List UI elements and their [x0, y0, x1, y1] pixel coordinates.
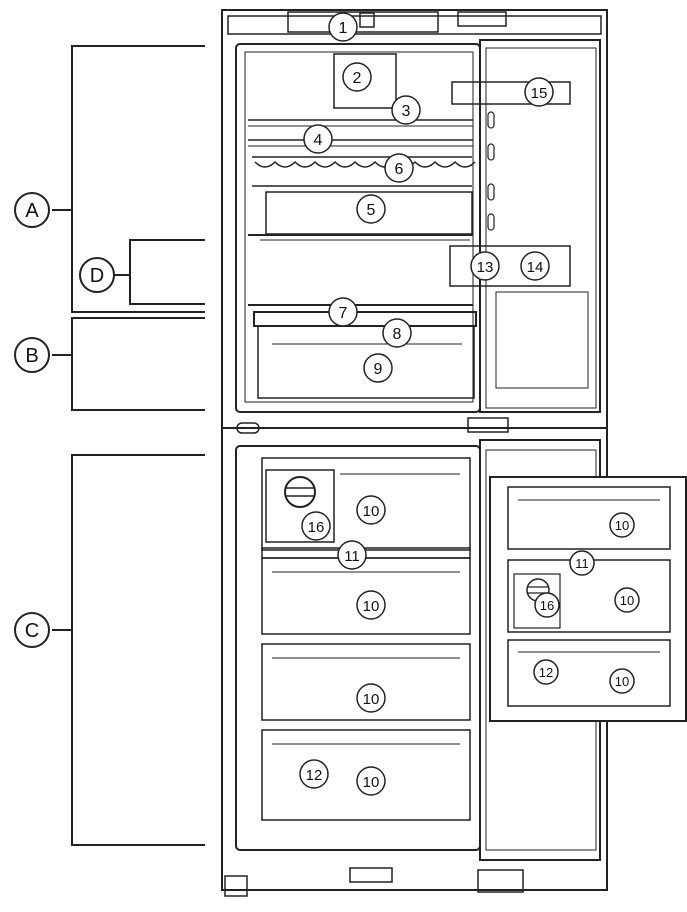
callout-5-text: 5 — [367, 202, 376, 219]
callout-8: 8 — [382, 318, 412, 348]
zone-label-d: D — [79, 257, 115, 293]
callout-11a: 11 — [337, 540, 367, 570]
callout-10d-text: 10 — [363, 774, 380, 791]
callout-12b: 12 — [533, 659, 559, 685]
callout-10a-text: 10 — [363, 503, 380, 520]
callout-1-text: 1 — [339, 20, 348, 37]
callout-11b: 11 — [569, 550, 595, 576]
callout-4: 4 — [303, 124, 333, 154]
callout-10b-text: 10 — [363, 598, 380, 615]
callout-10b: 10 — [356, 590, 386, 620]
callout-6: 6 — [384, 153, 414, 183]
callout-12a: 12 — [299, 759, 329, 789]
callout-16a-text: 16 — [308, 519, 325, 536]
zone-label-b-text: B — [25, 345, 38, 367]
callout-4-text: 4 — [314, 132, 323, 149]
callout-2-text: 2 — [353, 70, 362, 87]
callout-12b-text: 12 — [539, 665, 553, 680]
callout-10c: 10 — [356, 683, 386, 713]
callout-16b: 16 — [534, 592, 560, 618]
ice-tray-icon — [284, 476, 316, 508]
callout-3-text: 3 — [402, 103, 411, 120]
zone-label-c-text: C — [25, 620, 39, 642]
callout-13-text: 13 — [477, 259, 494, 276]
callout-10g-text: 10 — [615, 674, 629, 689]
zone-label-a: A — [14, 192, 50, 228]
callout-14-text: 14 — [527, 259, 544, 276]
fridge-door — [449, 39, 601, 433]
callout-16b-text: 16 — [540, 598, 554, 613]
callout-15-text: 15 — [531, 85, 548, 102]
callout-1: 1 — [328, 12, 358, 42]
callout-9: 9 — [363, 353, 393, 383]
bracket-zone-c — [52, 454, 205, 846]
zone-label-c: C — [14, 612, 50, 648]
callout-16a: 16 — [301, 511, 331, 541]
bracket-zone-a — [52, 45, 205, 313]
callout-3: 3 — [391, 95, 421, 125]
bracket-zone-d — [114, 239, 205, 305]
zone-label-b: B — [14, 337, 50, 373]
callout-10e-text: 10 — [615, 518, 629, 533]
callout-2: 2 — [342, 62, 372, 92]
callout-12a-text: 12 — [306, 767, 323, 784]
fridge-compartment — [235, 43, 481, 413]
zone-label-a-text: A — [25, 200, 39, 222]
fridge-cabinet — [221, 9, 608, 897]
bracket-zone-b — [52, 317, 205, 411]
callout-6-text: 6 — [395, 161, 404, 178]
callout-15: 15 — [524, 77, 554, 107]
callout-13: 13 — [470, 251, 500, 281]
callout-10f: 10 — [614, 587, 640, 613]
callout-10e: 10 — [609, 512, 635, 538]
callout-10c-text: 10 — [363, 691, 380, 708]
callout-14: 14 — [520, 251, 550, 281]
callout-7: 7 — [328, 297, 358, 327]
callout-10d: 10 — [356, 766, 386, 796]
callout-9-text: 9 — [374, 361, 383, 378]
callout-10a: 10 — [356, 495, 386, 525]
freezer-door-panel — [489, 476, 687, 722]
callout-5: 5 — [356, 194, 386, 224]
callout-10g: 10 — [609, 668, 635, 694]
callout-7-text: 7 — [339, 305, 348, 322]
callout-8-text: 8 — [393, 326, 402, 343]
zone-label-d-text: D — [90, 265, 104, 287]
callout-10f-text: 10 — [620, 593, 634, 608]
callout-11a-text: 11 — [344, 548, 360, 565]
freezer-compartment — [235, 445, 481, 851]
callout-11b-text: 11 — [575, 556, 589, 571]
